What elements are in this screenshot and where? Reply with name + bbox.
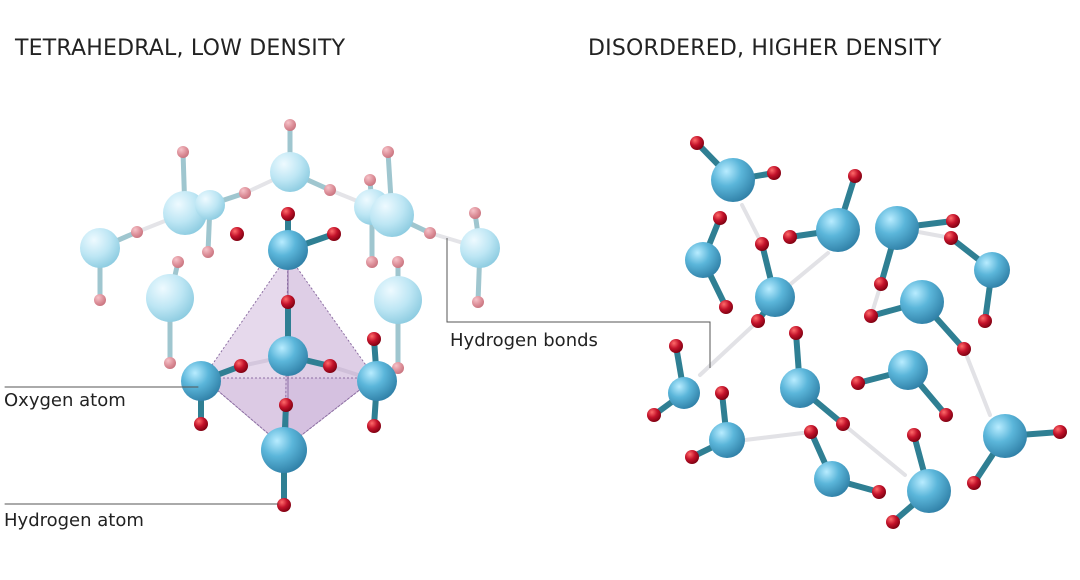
hydrogen-atom bbox=[277, 498, 291, 512]
hydrogen-atom-faded bbox=[382, 146, 394, 158]
hydrogen-atom bbox=[323, 359, 337, 373]
hydrogen-atom bbox=[669, 339, 683, 353]
oxygen-atom bbox=[709, 422, 745, 458]
hydrogen-atom bbox=[715, 386, 729, 400]
hydrogen-bond-line bbox=[962, 347, 992, 417]
hydrogen-atom-label: Hydrogen atom bbox=[4, 510, 144, 531]
hydrogen-atom-faded bbox=[239, 187, 251, 199]
hydrogen-atom bbox=[194, 417, 208, 431]
oxygen-atom bbox=[685, 242, 721, 278]
hydrogen-atom bbox=[713, 211, 727, 225]
oxygen-atom-faded bbox=[460, 228, 500, 268]
hydrogen-atom bbox=[851, 376, 865, 390]
hydrogen-atom bbox=[946, 214, 960, 228]
hydrogen-atom-faded bbox=[164, 357, 176, 369]
hydrogen-atom-faded bbox=[94, 294, 106, 306]
hydrogen-atom bbox=[957, 342, 971, 356]
hydrogen-atom bbox=[939, 408, 953, 422]
oxygen-atom-label: Oxygen atom bbox=[4, 390, 126, 411]
oxygen-atom bbox=[888, 350, 928, 390]
hydrogen-atom-faded bbox=[366, 256, 378, 268]
hydrogen-bond-line bbox=[743, 430, 813, 442]
tetrahedron-face bbox=[201, 377, 377, 449]
hydrogen-atom bbox=[751, 314, 765, 328]
oxygen-atom bbox=[181, 361, 221, 401]
oxygen-atom bbox=[711, 158, 755, 202]
hydrogen-atom bbox=[848, 169, 862, 183]
hydrogen-atom bbox=[836, 417, 850, 431]
hydrogen-atom-faded bbox=[364, 174, 376, 186]
hydrogen-atom bbox=[789, 326, 803, 340]
hydrogen-atom bbox=[234, 359, 248, 373]
hydrogen-atom bbox=[886, 515, 900, 529]
hydrogen-atom bbox=[647, 408, 661, 422]
oxygen-atom-faded bbox=[374, 276, 422, 324]
oxygen-atom bbox=[668, 377, 700, 409]
hydrogen-atom bbox=[783, 230, 797, 244]
oxygen-atom bbox=[974, 252, 1010, 288]
hydrogen-atom-faded bbox=[424, 227, 436, 239]
hydrogen-atom bbox=[978, 314, 992, 328]
oxygen-atom-faded bbox=[146, 274, 194, 322]
hydrogen-atom bbox=[755, 237, 769, 251]
hydrogen-atom bbox=[1053, 425, 1067, 439]
oxygen-atom bbox=[780, 368, 820, 408]
hydrogen-atom bbox=[685, 450, 699, 464]
hydrogen-bond-line bbox=[698, 319, 760, 377]
hydrogen-atom-faded bbox=[284, 119, 296, 131]
hydrogen-atom bbox=[874, 277, 888, 291]
hydrogen-atom bbox=[690, 136, 704, 150]
oxygen-atom bbox=[261, 427, 307, 473]
oxygen-atom-faded bbox=[370, 193, 414, 237]
hydrogen-bond-line bbox=[740, 203, 764, 246]
left-panel-title: TETRAHEDRAL, LOW DENSITY bbox=[15, 36, 346, 61]
hydrogen-atom bbox=[279, 398, 293, 412]
oxygen-atom bbox=[900, 280, 944, 324]
hydrogen-atom bbox=[944, 231, 958, 245]
hydrogen-atom-faded bbox=[324, 184, 336, 196]
oxygen-atom bbox=[268, 230, 308, 270]
oxygen-atom bbox=[755, 277, 795, 317]
oxygen-atom bbox=[814, 461, 850, 497]
hydrogen-atom bbox=[872, 485, 886, 499]
hydrogen-atom bbox=[327, 227, 341, 241]
hydrogen-atom bbox=[804, 425, 818, 439]
hydrogen-atom-faded bbox=[472, 296, 484, 308]
hydrogen-atom-faded bbox=[392, 256, 404, 268]
hydrogen-atom bbox=[767, 166, 781, 180]
oxygen-atom bbox=[357, 361, 397, 401]
hydrogen-atom-faded bbox=[392, 362, 404, 374]
hydrogen-atom bbox=[230, 227, 244, 241]
hydrogen-atom bbox=[367, 419, 381, 433]
oxygen-atom-faded bbox=[80, 228, 120, 268]
hydrogen-atom bbox=[864, 309, 878, 323]
oxygen-atom bbox=[816, 208, 860, 252]
hydrogen-atom-faded bbox=[131, 226, 143, 238]
oxygen-atom bbox=[907, 469, 951, 513]
hydrogen-bond-line bbox=[841, 422, 907, 477]
hydrogen-atom-faded bbox=[172, 256, 184, 268]
oxygen-atom bbox=[875, 206, 919, 250]
hydrogen-atom bbox=[281, 207, 295, 221]
hydrogen-atom-faded bbox=[177, 146, 189, 158]
hydrogen-bonds-label: Hydrogen bonds bbox=[450, 330, 598, 351]
oxygen-atom-faded bbox=[270, 152, 310, 192]
oxygen-atom bbox=[983, 414, 1027, 458]
hydrogen-atom bbox=[967, 476, 981, 490]
hydrogen-atom-faded bbox=[202, 246, 214, 258]
hydrogen-atom bbox=[281, 295, 295, 309]
hydrogen-atom bbox=[719, 300, 733, 314]
hydrogen-atom bbox=[907, 428, 921, 442]
hydrogen-atom-faded bbox=[469, 207, 481, 219]
oxygen-atom-faded bbox=[195, 190, 225, 220]
hydrogen-bonds-callout-line bbox=[446, 238, 711, 368]
oxygen-atom bbox=[268, 336, 308, 376]
hydrogen-atom bbox=[367, 332, 381, 346]
right-panel-title: DISORDERED, HIGHER DENSITY bbox=[588, 36, 942, 61]
